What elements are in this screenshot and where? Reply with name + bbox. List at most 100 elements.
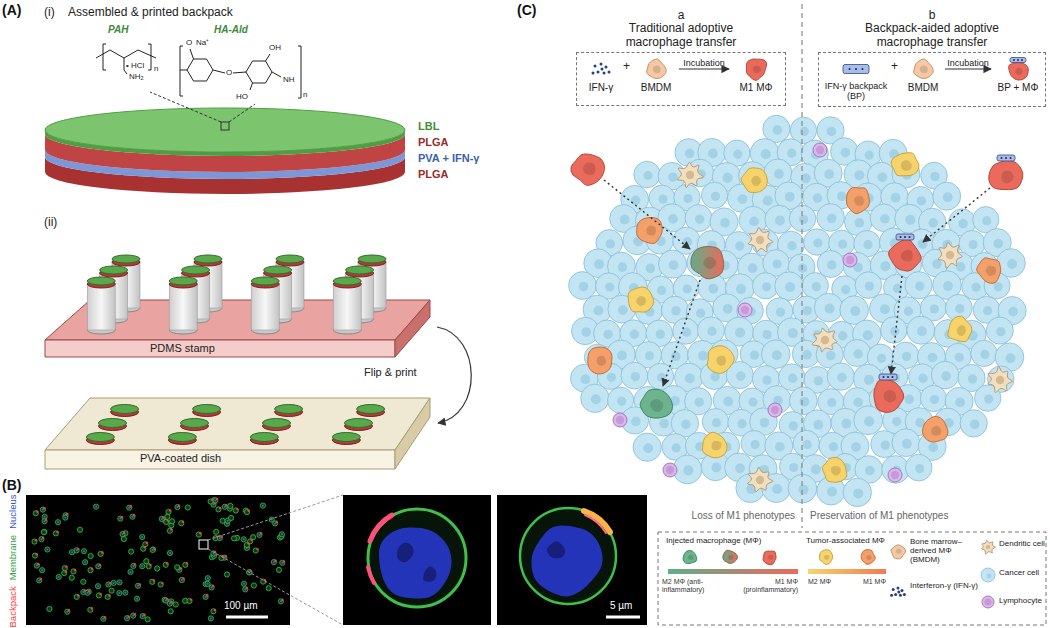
cell-nucleus — [955, 398, 965, 408]
cell-nucleus — [620, 215, 630, 225]
backpack-dot — [74, 569, 76, 571]
cell-dot — [229, 515, 234, 520]
cell-nucleus — [863, 330, 873, 340]
cell-nucleus — [788, 328, 798, 338]
cell-nucleus — [685, 373, 695, 383]
stamp-node: PDMS stamp — [40, 232, 435, 360]
nucleus-dot — [130, 571, 132, 573]
nucleus-dot — [169, 552, 171, 554]
cell-dot — [248, 539, 253, 544]
cell-nucleus — [838, 240, 847, 249]
backpack-dot — [40, 578, 42, 580]
cell-nucleus — [703, 257, 716, 269]
ifn-dot — [592, 72, 595, 75]
node-text: BP + MΦ — [993, 82, 1043, 93]
printed-disc — [332, 433, 360, 442]
lymphocyte — [888, 468, 902, 482]
cell-nucleus — [728, 555, 733, 560]
cell-nucleus — [762, 282, 771, 291]
cell-nucleus — [711, 441, 721, 451]
node-text: PDMS stamp — [150, 342, 215, 354]
cell-nucleus — [1007, 259, 1017, 269]
cancer-cell — [844, 340, 871, 367]
cell-nucleus — [773, 259, 782, 268]
cell-nucleus — [915, 282, 924, 291]
backpack-dot — [42, 537, 44, 539]
cancer-cell — [931, 361, 959, 389]
cell-nucleus — [880, 304, 890, 314]
lymphocyte — [982, 596, 994, 608]
cell-nucleus — [735, 328, 745, 338]
cell-nucleus — [683, 237, 692, 246]
cell-nucleus — [708, 284, 718, 294]
chem-structure — [96, 50, 156, 58]
cancer-cell — [905, 272, 932, 299]
printed-disc — [357, 405, 385, 414]
cancer-cell — [659, 250, 687, 278]
nucleus-dot — [141, 536, 143, 538]
chem-structure — [266, 54, 271, 61]
ifn-dot — [887, 376, 889, 378]
cell-nucleus — [748, 263, 758, 273]
backpack-dot — [56, 531, 58, 533]
cancer-cell — [581, 384, 609, 412]
cell-nucleus — [712, 418, 721, 427]
cell-nucleus — [716, 356, 726, 366]
injected-macrophages — [571, 154, 1023, 418]
cell-nucleus — [812, 282, 821, 291]
ifn-dot — [900, 236, 902, 238]
nucleus-dot — [113, 582, 115, 584]
printed-disc — [276, 255, 304, 263]
backpack-dot — [182, 577, 184, 579]
figure-label: M1 MΦ — [863, 578, 886, 586]
cancer-cell — [569, 272, 597, 300]
cell-nucleus — [854, 170, 864, 180]
backpack-dot — [134, 563, 136, 565]
cell-nucleus — [987, 574, 992, 579]
cell-nucleus — [827, 127, 837, 137]
cell-dot — [98, 551, 103, 556]
legend-frame — [658, 532, 1046, 625]
cell-dot — [42, 519, 47, 524]
cell-dot — [56, 574, 61, 579]
cancer-cell — [621, 362, 648, 389]
cell-nucleus — [631, 417, 641, 427]
backpack-dot — [68, 609, 70, 611]
cell-dot — [179, 577, 184, 582]
cell-nucleus — [928, 353, 938, 363]
cell-nucleus — [943, 281, 953, 291]
cell-nucleus — [789, 421, 798, 430]
cell-dot — [257, 532, 262, 537]
cell-nucleus — [827, 487, 837, 497]
cell-nucleus — [643, 171, 652, 180]
cell-nucleus — [594, 259, 604, 269]
nucleus-dot — [262, 505, 264, 507]
backpack-dot — [99, 593, 101, 595]
figure-label: n — [154, 64, 158, 73]
cell-nucleus — [902, 352, 911, 361]
cell-dot — [175, 565, 180, 570]
nucleus-dot — [57, 521, 59, 523]
chem-structure — [298, 46, 301, 98]
cell-nucleus — [605, 282, 614, 291]
cell-nucleus — [671, 306, 681, 316]
cancer-cell — [855, 272, 882, 299]
cell-dot — [155, 566, 160, 571]
nucleus-spot — [397, 543, 414, 563]
cell-nucleus — [884, 390, 897, 403]
cell-nucleus — [931, 426, 941, 436]
legend-frame — [808, 569, 886, 574]
cell-nucleus — [917, 326, 927, 336]
cell-nucleus — [772, 350, 782, 360]
cell-nucleus — [920, 66, 928, 74]
cell-dot — [205, 581, 210, 586]
backpack-dot — [77, 548, 79, 550]
legend-text: Injected macrophage (MΦ) — [666, 537, 796, 546]
macrophage — [922, 416, 948, 442]
cell-nucleus — [996, 376, 1004, 384]
cell-dot — [140, 614, 145, 619]
cell-nucleus — [756, 476, 764, 484]
cell-dot — [216, 507, 221, 512]
cell-nucleus — [814, 376, 823, 385]
figure-label: M2 MΦ — [808, 578, 831, 586]
